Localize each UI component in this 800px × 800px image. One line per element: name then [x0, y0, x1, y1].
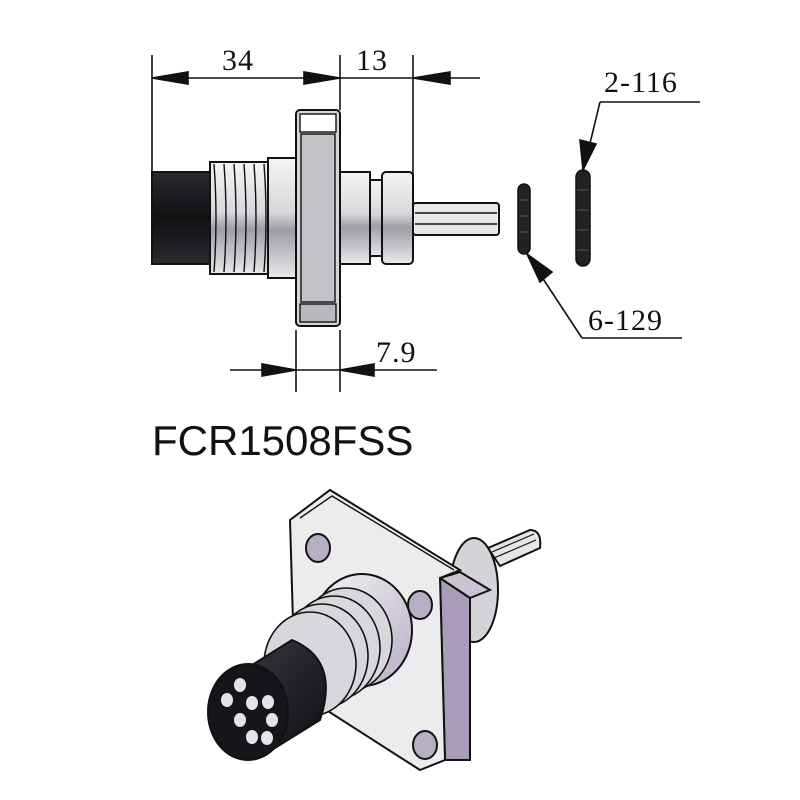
rear-groove: [369, 179, 383, 257]
leader-2-116: [579, 101, 700, 173]
callout-label-6-129: 6-129: [588, 304, 663, 337]
dimension-7-9: [230, 330, 437, 392]
callout-label-2-116: 2-116: [604, 66, 678, 99]
isometric-view: [207, 488, 542, 772]
thread-section: [209, 161, 269, 275]
dimension-34: [151, 55, 341, 180]
iso-pins: [486, 528, 542, 568]
mounting-hole-top-right: [407, 590, 433, 620]
pin-bundle: [412, 202, 500, 236]
rear-nut: [381, 171, 414, 265]
connector-nose-black: [151, 171, 211, 265]
rear-body: [339, 171, 371, 265]
iso-nose-face: [207, 663, 289, 761]
dimension-label-7-9: 7.9: [376, 336, 417, 369]
dimension-label-13: 13: [356, 44, 388, 77]
part-number-title: FCR1508FSS: [152, 417, 414, 464]
dimension-13: [339, 55, 480, 180]
thread-grooves: [213, 163, 267, 273]
o-ring-2-116: [575, 169, 591, 267]
mounting-hole-top-left: [305, 533, 331, 563]
mounting-hole-bottom-right: [412, 730, 438, 760]
o-ring-6-129: [517, 183, 531, 255]
pin-sockets: [221, 678, 278, 745]
dimension-label-34: 34: [222, 44, 254, 77]
leader-6-129: [524, 251, 682, 339]
front-collar: [267, 157, 297, 279]
side-view: [151, 109, 500, 327]
